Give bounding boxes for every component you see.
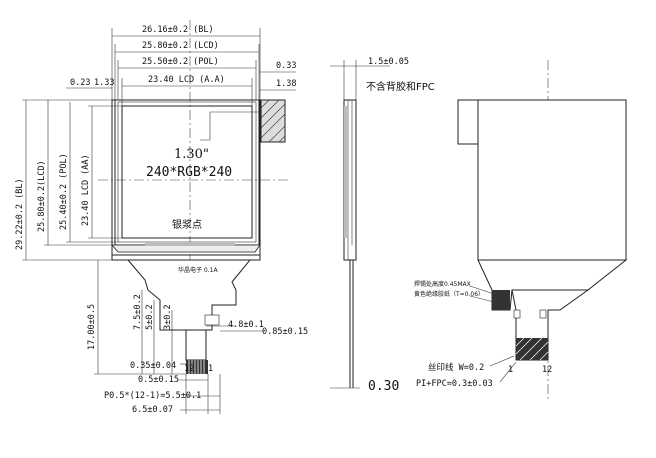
dim-bl-height: 29.22±0.2 (BL) [15, 178, 25, 250]
bl-tab [260, 99, 286, 143]
dim-aa-height: 23.40 LCD (AA) [81, 154, 91, 226]
pin-first-front: 1 [208, 364, 213, 374]
active-area-outline [121, 105, 253, 239]
dim-left-offset-b: 1.33 [94, 78, 114, 88]
fpc-tail [185, 329, 207, 361]
note-no-backlight: 不含背胶和FPC [366, 80, 435, 93]
solder-note: 焊锡处高度0.45MAX [414, 280, 471, 288]
solder-pad [492, 290, 510, 310]
dim-d6: 0.35±0.04 [130, 361, 176, 371]
dim-d9: 6.5±0.07 [132, 405, 173, 415]
pin-last-back: 12 [542, 365, 552, 375]
back-gold-fingers [516, 338, 548, 360]
pin-last-front: 12 [184, 364, 194, 374]
bl-tab-hatch [260, 99, 286, 143]
dim-bl-width: 26.16±0.2 (BL) [142, 25, 214, 35]
dim-left-offset-a: 0.23 [70, 78, 90, 88]
dim-d2: 5±0.2 [145, 304, 155, 330]
dim-d7: 0.5±0.15 [138, 375, 179, 385]
dim-d4: 4.8±0.1 [228, 320, 264, 330]
back-window-b [539, 309, 547, 319]
fpc-dimensions: 17.00±0.5 7.5±0.2 5±0.2 3±0.2 4.8±0.1 0.… [87, 260, 308, 415]
back-finger-hatch [515, 337, 549, 361]
gold-finger-lines [188, 360, 205, 374]
top-dimensions: 26.16±0.2 (BL) 25.80±0.2 (LCD) 25.50±0.2… [66, 25, 296, 106]
ic-strip [145, 242, 235, 246]
dim-right-offset-a: 0.33 [276, 61, 296, 71]
fpc-print: 华晶电子 0.1A [178, 266, 218, 274]
bottom-ledge [111, 244, 261, 253]
back-body [477, 99, 627, 261]
tape-note: 黄色绝缘胶纸（T=0.06） [414, 290, 484, 298]
side-glass [344, 106, 347, 238]
dim-d8: P0.5*(12-1)=5.5±0.1 [104, 391, 201, 401]
resolution-label: 240*RGB*240 [146, 165, 232, 180]
dim-aa-width: 23.40 LCD (A.A) [148, 75, 225, 85]
dim-right-offset-b: 1.38 [276, 79, 296, 89]
back-view: 焊锡处高度0.45MAX 黄色绝缘胶纸（T=0.06） 丝印线 W=0.2 PI… [414, 60, 628, 400]
size-label: 1.30" [174, 147, 209, 162]
pin-first-back: 1 [508, 365, 513, 375]
dim-fpc-length: 17.00±0.5 [87, 304, 97, 350]
silver-paste-label: 银浆点 [172, 218, 202, 231]
front-view: 华晶电子 0.1A 1.30" 240*RGB*240 银浆点 26.16±0.… [15, 20, 308, 415]
dim-lcd-height: 25.80±0.2(LCD) [37, 160, 47, 232]
back-tab [457, 99, 479, 145]
dim-d3: 3±0.2 [163, 304, 173, 330]
dim-d1: 7.5±0.2 [133, 294, 143, 330]
silkscreen-note: 丝印线 W=0.2 [428, 362, 484, 373]
dim-d5: 0.85±0.15 [262, 327, 308, 337]
back-window-a [513, 309, 521, 319]
left-dimensions: 29.22±0.2 (BL) 25.80±0.2(LCD) 25.40±0.2 … [15, 99, 122, 261]
dim-thickness: 1.5±0.05 [368, 57, 409, 67]
fpc-window [204, 314, 220, 326]
dim-pol-width: 25.50±0.2 (POL) [142, 57, 219, 67]
gold-fingers [186, 360, 208, 374]
pi-fpc-note: PI+FPC=0.3±0.03 [416, 379, 493, 389]
dim-fpc-thickness: 0.30 [368, 379, 399, 394]
side-view: 1.5±0.05 不含背胶和FPC 0.30 [330, 57, 435, 394]
dim-pol-height: 25.40±0.2 (POL) [59, 153, 69, 230]
dim-lcd-width: 25.80±0.2 (LCD) [142, 41, 219, 51]
leader-line [200, 111, 262, 141]
